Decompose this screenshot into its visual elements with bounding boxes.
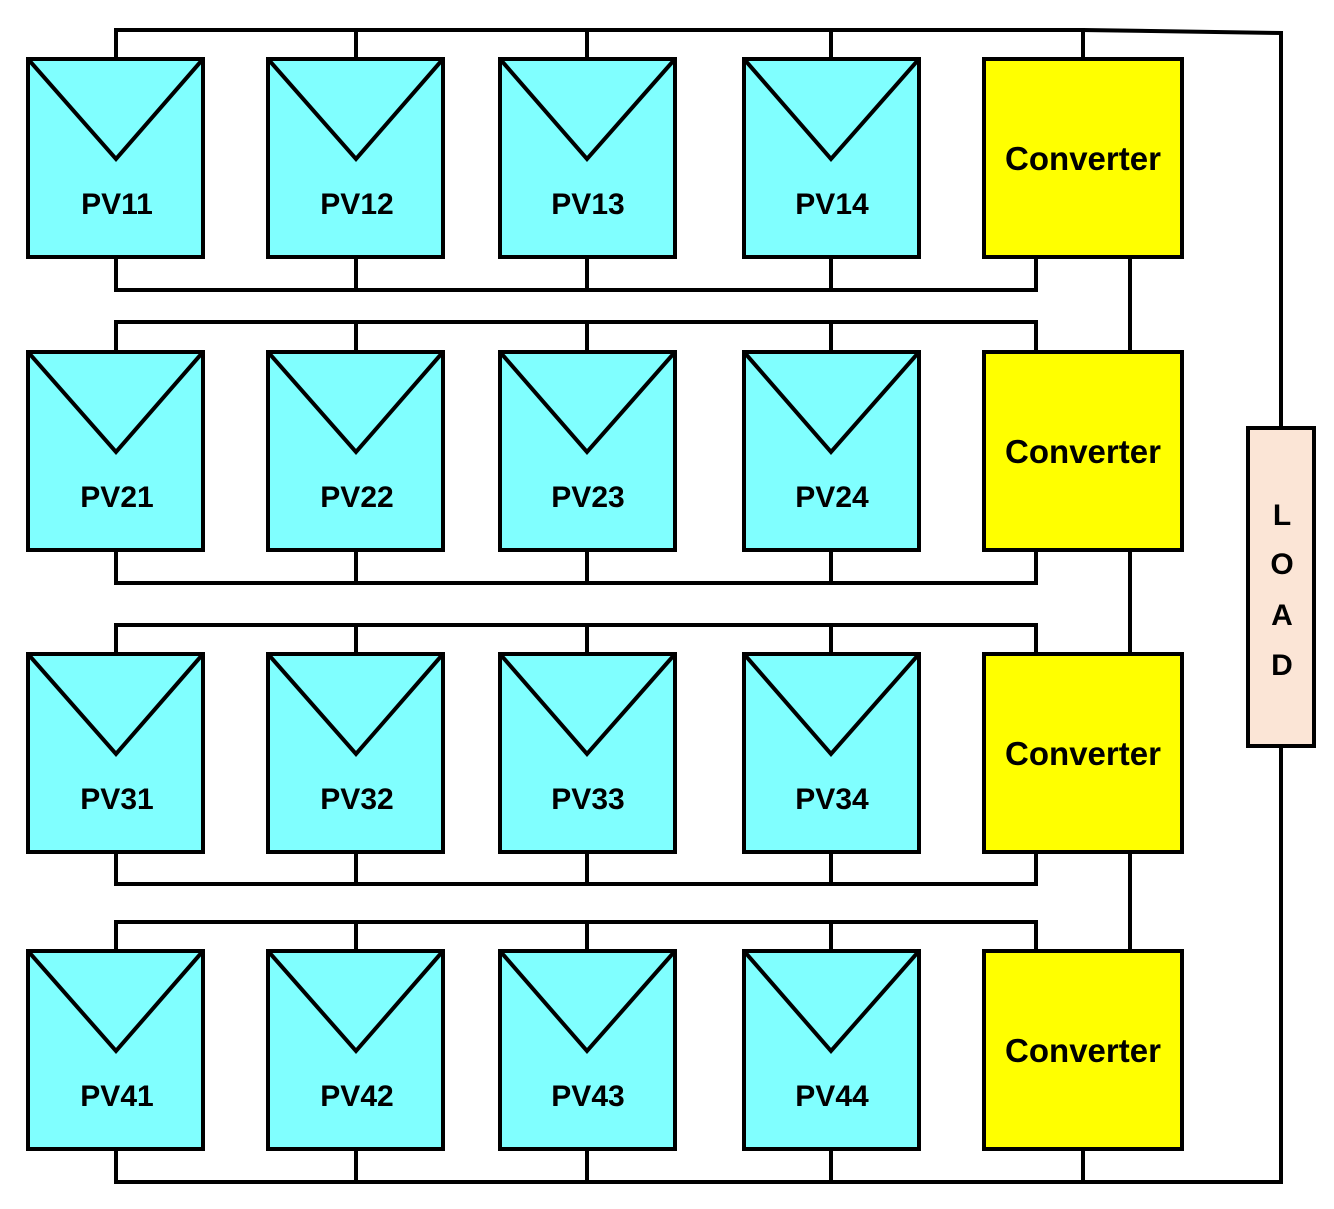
converter-block [982,350,1184,552]
wiring [114,27,1284,1184]
pv-label: PV11 [81,188,153,221]
pv-symbol-icon [742,652,921,758]
pv-symbol-icon [498,350,677,456]
pv-label: PV42 [320,1080,393,1113]
pv-symbol-icon [498,652,677,758]
load-letter: A [1271,599,1293,632]
pv-label: PV14 [795,188,869,221]
converter-block [982,652,1184,854]
converter-label: Converter [1005,1032,1161,1069]
pv-label: PV32 [320,783,393,816]
converter-block [982,57,1184,259]
converter-label: Converter [1005,140,1161,177]
pv-symbol-icon [266,57,445,163]
pv-label: PV31 [80,783,153,816]
pv-label: PV22 [320,481,393,514]
pv-symbol-icon [498,57,677,163]
load-block [1246,426,1316,748]
pv-label: PV41 [80,1080,153,1113]
pv-symbol-icon [742,949,921,1055]
pv-symbol-icon [26,949,205,1055]
pv-label: PV13 [551,188,624,221]
pv-symbol-icon [26,57,205,163]
load-letter: L [1273,499,1291,532]
load-letter: O [1270,548,1293,581]
pv-symbol-icon [26,350,205,456]
converter-label: Converter [1005,735,1161,772]
pv-label: PV33 [551,783,624,816]
pv-label: PV23 [551,481,624,514]
pv-symbol-icon [266,350,445,456]
pv-symbol-icon [266,949,445,1055]
pv-label: PV34 [795,783,869,816]
pv-label: PV44 [795,1080,869,1113]
pv-symbol-icon [498,949,677,1055]
converter-label: Converter [1005,433,1161,470]
converter-block [982,949,1184,1151]
pv-symbol-icon [266,652,445,758]
pv-symbol-icon [26,652,205,758]
pv-label: PV24 [795,481,869,514]
pv-symbol-icon [742,57,921,163]
load-letter: D [1271,649,1293,682]
pv-label: PV43 [551,1080,624,1113]
pv-symbol-icon [742,350,921,456]
load-feed-top [1080,27,1284,36]
pv-label: PV12 [320,188,393,221]
pv-label: PV21 [80,481,153,514]
